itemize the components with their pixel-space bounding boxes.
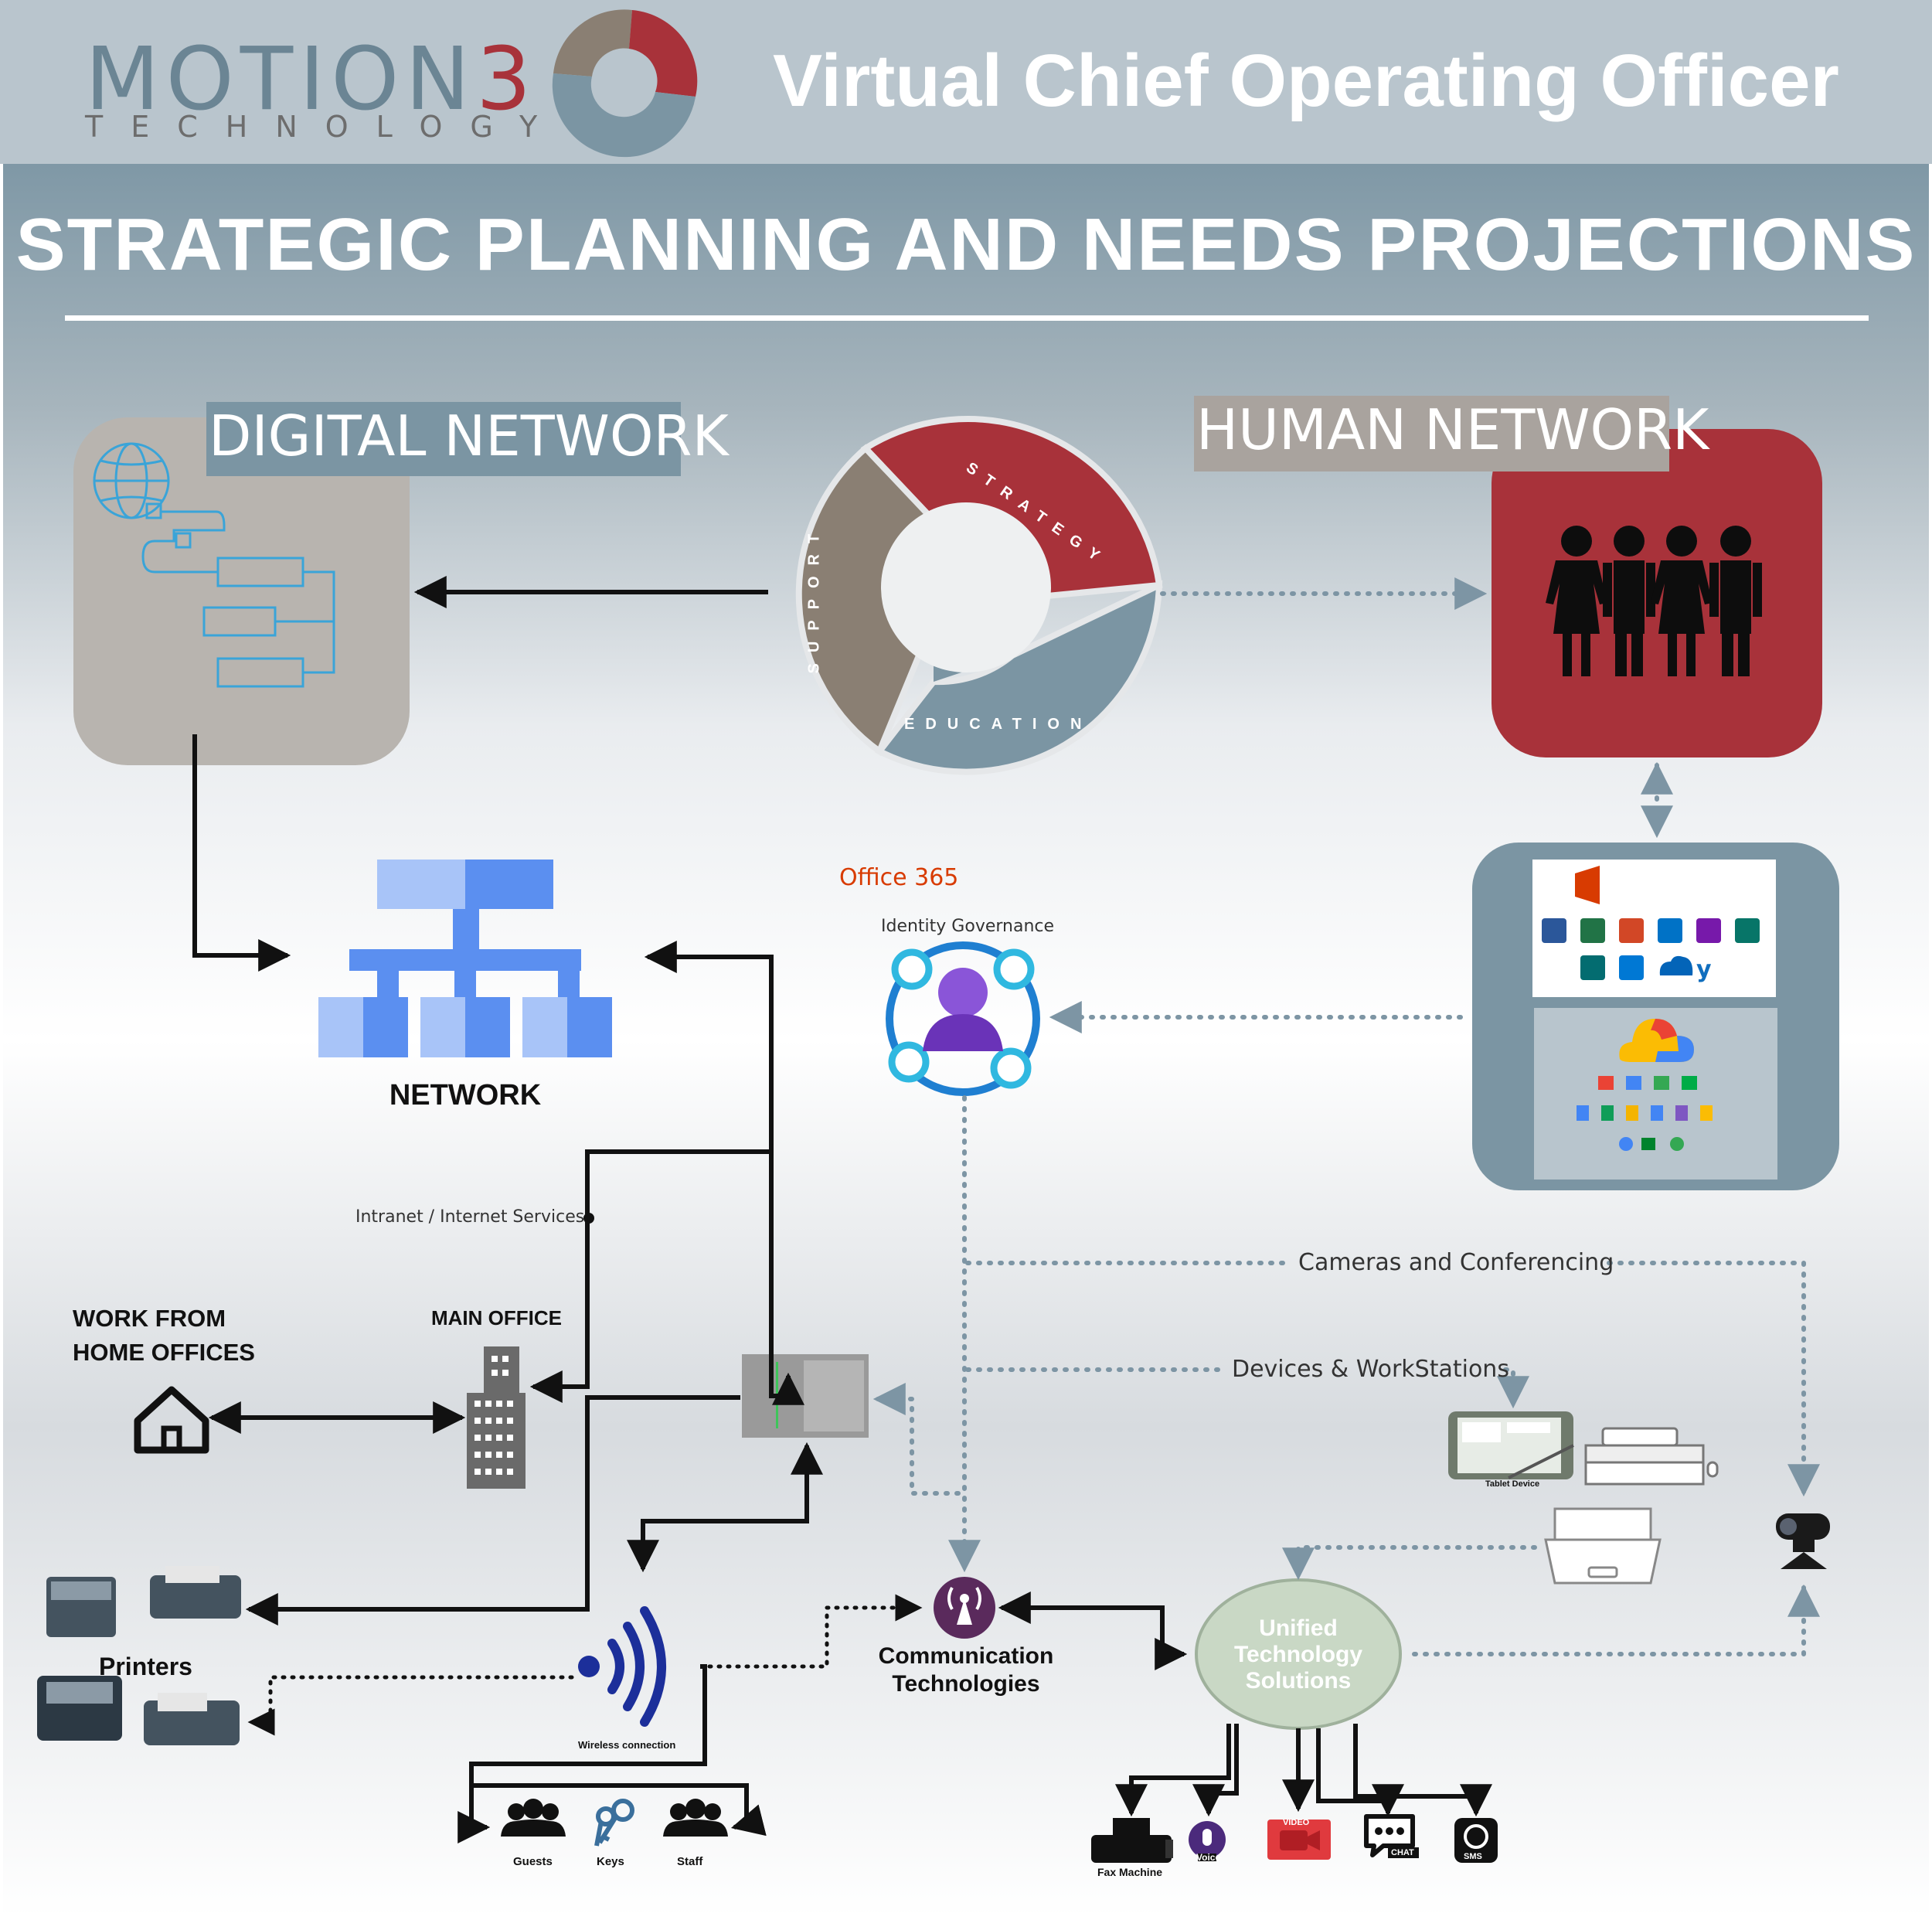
cycle-segment-education: EDUCATION: [904, 716, 1093, 733]
svg-text:y: y: [1696, 956, 1712, 983]
office-365-label: Office 365: [839, 864, 959, 891]
human-network-label: HUMAN NETWORK: [1196, 397, 1709, 462]
home-icon: [134, 1386, 209, 1454]
solid-connectors: [192, 576, 1492, 1843]
office-building-icon: [467, 1346, 526, 1489]
webcam-icon: [1776, 1513, 1830, 1569]
chat-label: CHAT: [1391, 1848, 1414, 1857]
office-365-icon: [1575, 866, 1600, 904]
work-from-home-label-2: HOME OFFICES: [73, 1339, 255, 1366]
network-label: NETWORK: [389, 1079, 542, 1111]
digital-network-label: DIGITAL NETWORK: [209, 403, 729, 468]
voice-label: Voice: [1196, 1852, 1221, 1863]
main-heading: STRATEGIC PLANNING AND NEEDS PROJECTIONS: [15, 203, 1917, 286]
communication-label-1: Communication: [878, 1643, 1054, 1669]
guests-label: Guests: [513, 1855, 553, 1868]
brand-logo-icon: [552, 9, 698, 158]
intranet-label: Intranet / Internet Services: [355, 1207, 585, 1227]
cloud-suites-panel: [1472, 843, 1839, 1190]
devices-workstations-label: Devices & WorkStations: [1232, 1356, 1509, 1383]
intranet-junction: [583, 1213, 594, 1224]
video-icon: [1267, 1820, 1331, 1860]
video-label: VIDEO: [1283, 1818, 1310, 1827]
digital-network-label-bg: [206, 402, 681, 476]
network-switch-icon: [742, 1354, 869, 1438]
brand-digit-text: 3: [476, 29, 538, 130]
dotted-black-connectors: [247, 1594, 923, 1736]
communication-label-2: Technologies: [892, 1671, 1040, 1697]
identity-governance-label: Identity Governance: [881, 917, 1055, 936]
header-band: [0, 0, 1932, 164]
printers-label: Printers: [99, 1653, 192, 1680]
dotted-connectors: [872, 577, 1820, 1656]
uts-label-3: Solutions: [1245, 1668, 1352, 1694]
tablet-device-label: Tablet Device: [1485, 1479, 1540, 1489]
cycle-segment-support: SUPPORT: [805, 523, 823, 674]
cameras-conferencing-label: Cameras and Conferencing: [1298, 1249, 1614, 1276]
tablet-device-icon: [1448, 1411, 1574, 1479]
staff-label: Staff: [677, 1855, 703, 1868]
google-apps-icons: [1577, 1076, 1713, 1151]
guests-icon: [501, 1799, 566, 1837]
uts-label-1: Unified: [1259, 1615, 1338, 1641]
office-apps-icons: y: [1542, 918, 1760, 983]
brand-tagline: TECHNOLOGY: [85, 110, 566, 144]
page-title: Virtual Chief Operating Officer: [773, 39, 1839, 122]
work-from-home-label-1: WORK FROM: [73, 1305, 226, 1332]
uts-label-2: Technology: [1233, 1642, 1363, 1667]
google-cloud-icon: [1619, 1019, 1694, 1062]
fax-machine-icon: [1091, 1818, 1173, 1863]
main-office-label: MAIN OFFICE: [431, 1306, 562, 1329]
voice-icon: [1189, 1821, 1226, 1861]
network-hierarchy-icon: [318, 860, 612, 1057]
people-group-icon: [1546, 526, 1762, 676]
keys-label: Keys: [597, 1855, 624, 1868]
chat-icon: [1364, 1814, 1419, 1858]
brand-logo-text: MOTION3: [85, 29, 537, 130]
brand-main-text: MOTION: [85, 29, 477, 130]
sms-label: SMS: [1464, 1852, 1482, 1861]
digital-network-box: [73, 417, 410, 765]
communication-tower-icon: [934, 1577, 995, 1639]
keys-icon: [594, 1799, 634, 1847]
staff-icon: [663, 1799, 728, 1837]
printers-icon: [37, 1566, 241, 1745]
laptop-icon: [1544, 1507, 1662, 1585]
wireless-label: Wireless connection: [578, 1739, 676, 1751]
heading-rule: [65, 315, 1869, 321]
desktop-computer-icon: [1584, 1427, 1719, 1486]
fax-machine-label: Fax Machine: [1097, 1866, 1163, 1878]
wireless-icon: [578, 1606, 666, 1727]
strategy-cycle: [795, 416, 1163, 775]
sms-icon: [1454, 1818, 1498, 1863]
identity-governance-icon: [886, 941, 1040, 1096]
